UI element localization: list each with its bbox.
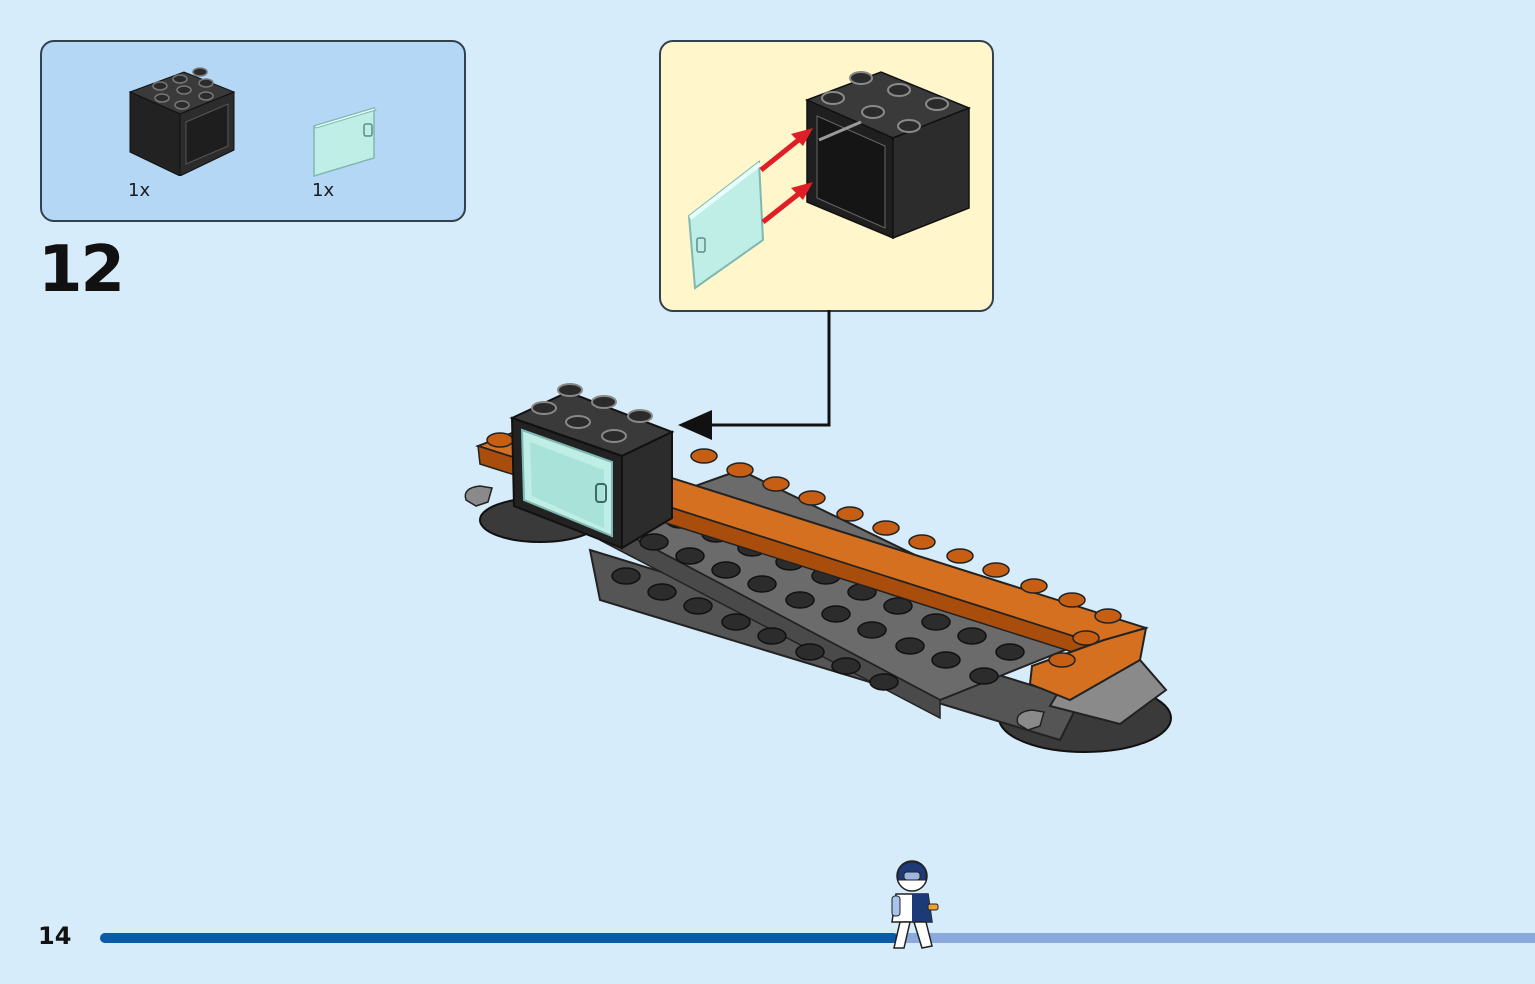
part-quantity-glass: 1x [312,180,335,201]
subassembly-callout [659,40,994,312]
brick-with-glass-assembly-illustration [687,71,972,290]
glass-pane-icon [313,106,377,178]
page-number: 14 [38,922,72,950]
progress-bar [100,933,1535,943]
step-number: 12 [38,233,125,307]
arrow-left-icon [678,410,712,440]
parts-list-panel: 1x 1x [40,40,466,222]
progress-bar-fill [100,933,898,943]
astronaut-minifigure-icon [891,860,939,949]
part-quantity-brick: 1x [128,180,151,201]
black-brick-2x2x2-icon [128,67,236,176]
